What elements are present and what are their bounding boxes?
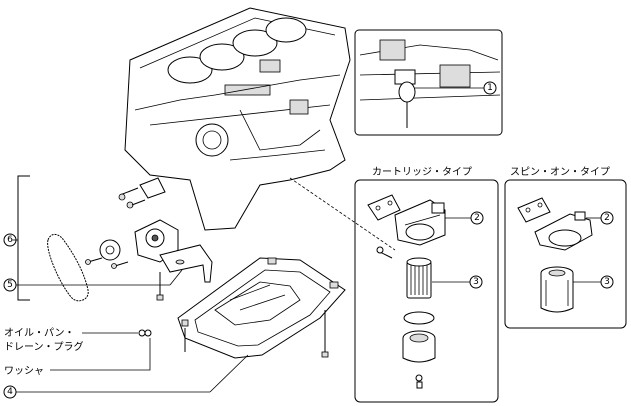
inset-detail-box	[354, 29, 503, 136]
cartridge-type-label: カートリッジ・タイプ	[372, 166, 472, 178]
callout-4	[3, 385, 17, 399]
oil-pan	[138, 257, 346, 359]
callout-5-number: 5	[7, 280, 13, 290]
cylinder-block	[124, 7, 351, 231]
dashed-leader	[289, 177, 396, 251]
spin-on-filter-parts	[517, 197, 593, 313]
callout-2-spin	[600, 211, 614, 225]
callout-2-cartridge-number: 2	[474, 213, 480, 223]
oil-pump-chain-group	[17, 175, 213, 302]
leader-washer	[50, 338, 151, 371]
callout-3-spin-number: 3	[604, 277, 610, 287]
spin-on-type-box	[504, 179, 627, 329]
spin-on-type-label: スピン・オン・タイプ	[510, 166, 610, 178]
cartridge-filter-parts	[367, 194, 446, 389]
callout-1-number: 1	[487, 83, 493, 93]
callout-6-number: 6	[7, 235, 13, 245]
callout-2-spin-number: 2	[604, 213, 610, 223]
callout-3-cartridge-number: 3	[473, 277, 479, 287]
callout-5	[3, 278, 17, 292]
callout-2-cartridge	[470, 211, 484, 225]
cartridge-type-box	[354, 179, 499, 403]
leader-4b	[209, 354, 249, 393]
drain-plug-label-line2: ドレーン・プラグ	[4, 340, 84, 353]
leader-5b	[169, 269, 183, 286]
washer-label: ワッシャ	[4, 366, 44, 377]
callout-1	[483, 81, 497, 95]
drain-plug-label-line1: オイル・パン・	[4, 327, 75, 339]
callout-3-spin	[600, 275, 614, 289]
callout-4-number: 4	[7, 387, 13, 397]
callout-3-cartridge	[469, 275, 483, 289]
callout-6	[3, 233, 17, 247]
